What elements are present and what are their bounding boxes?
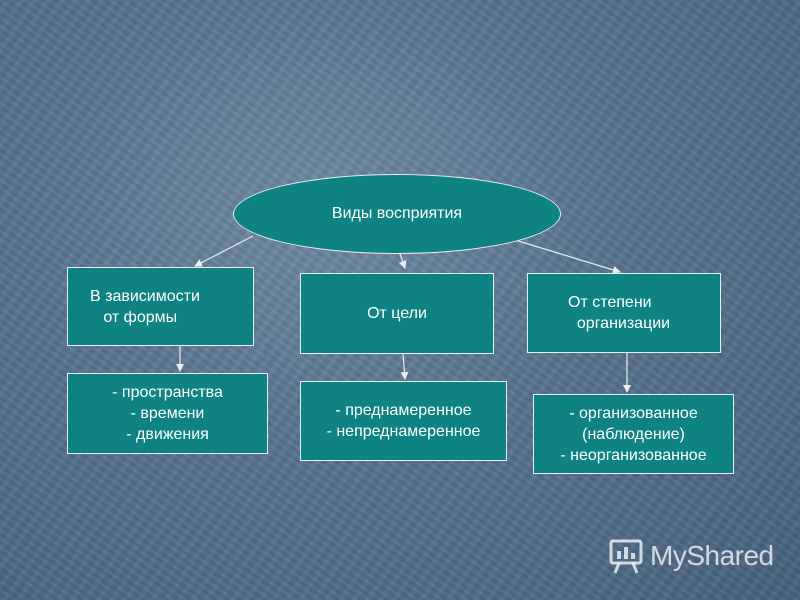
presentation-board-icon: [609, 539, 643, 574]
items-goal-text: - преднамеренное - непреднамеренное: [326, 402, 481, 440]
category-organization-label: От степени организации: [568, 294, 671, 332]
arrow-root-to-goal: [398, 253, 407, 269]
category-goal-label: От цели: [367, 305, 427, 322]
items-form-node: - пространства - времени - движения: [67, 373, 268, 454]
category-goal-node: От цели: [300, 273, 494, 354]
arrow-root-to-form: [194, 235, 254, 267]
items-form-text: - пространства - времени - движения: [112, 384, 223, 443]
watermark: MyShared: [608, 536, 774, 576]
category-form-node: В зависимости от формы: [67, 267, 254, 346]
arrow-goal-to-items: [400, 353, 409, 380]
items-goal-node: - преднамеренное - непреднамеренное: [300, 381, 507, 461]
category-organization-node: От степени организации: [527, 273, 721, 353]
root-node: Виды восприятия: [233, 174, 561, 254]
category-form-label: В зависимости от формы: [90, 287, 200, 326]
items-organization-text: - организованное (наблюдение) - неоргани…: [560, 404, 707, 464]
root-label: Виды восприятия: [331, 205, 463, 222]
items-organization-node: - организованное (наблюдение) - неоргани…: [533, 394, 734, 474]
watermark-text: MyShared: [650, 540, 774, 571]
arrow-root-to-organization: [514, 239, 621, 274]
